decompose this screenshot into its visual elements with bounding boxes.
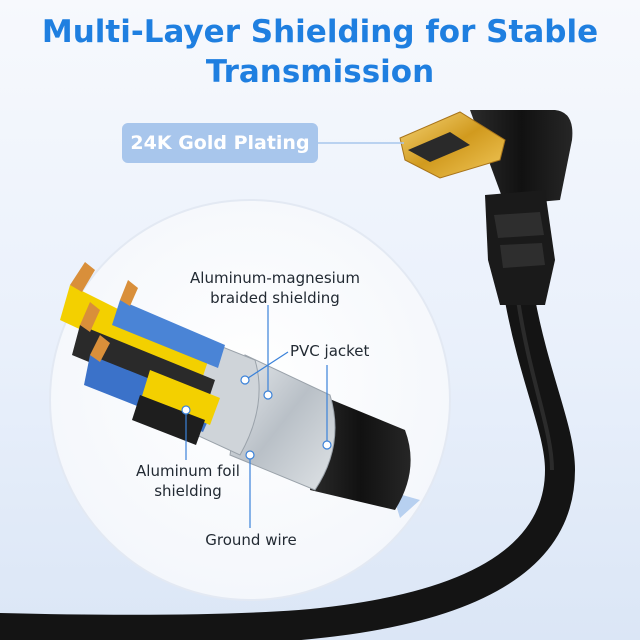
pvc-jacket-label: PVC jacket [290,342,370,360]
ground-wire-label: Ground wire [205,531,297,549]
foil-label-line-1: Aluminum foil [136,462,240,480]
foil-label-line-2: shielding [154,482,222,500]
title-line-2: Transmission [205,54,435,90]
page-title: Multi-Layer Shielding for Stable Transmi… [0,12,640,92]
foil-shielding-label: Aluminum foil shielding [128,461,248,501]
braided-shielding-label: Aluminum-magnesium braided shielding [180,268,370,308]
hdmi-connector [399,110,573,305]
braided-label-line-1: Aluminum-magnesium [190,269,360,287]
braided-label-line-2: braided shielding [210,289,340,307]
inner-wires [60,262,225,445]
cable-body [0,285,576,640]
title-line-1: Multi-Layer Shielding for Stable [41,14,599,50]
gold-plating-badge: 24K Gold Plating [122,123,318,163]
